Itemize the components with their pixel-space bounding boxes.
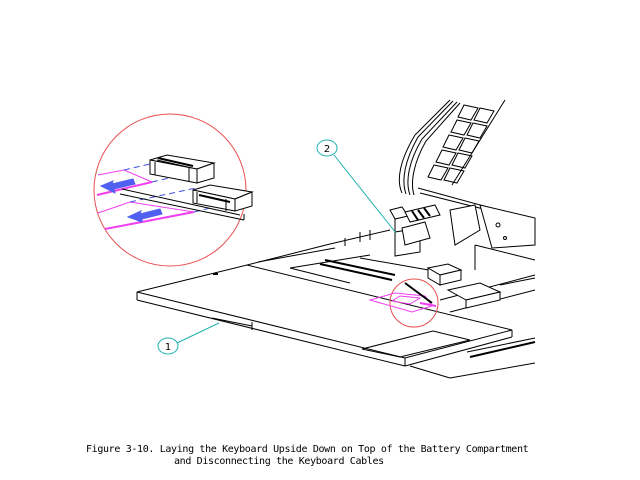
- caption-line-2: and Disconnecting the Keyboard Cables: [174, 456, 384, 467]
- caption-line-1: Laying the Keyboard Upside Down on Top o…: [159, 444, 529, 455]
- cable-detail-circle: [389, 278, 439, 328]
- callout-1-leader: [176, 322, 220, 344]
- keyboard-panel: [136, 264, 513, 367]
- callout-2-leader: [333, 154, 397, 234]
- disconnect-arrow-icon: [99, 178, 163, 223]
- display-lid: [398, 99, 536, 249]
- keyboard-cable-connector: [389, 204, 441, 246]
- callout-2: 2: [316, 139, 397, 234]
- display-grid: [427, 104, 495, 184]
- callout-1-label: 1: [165, 342, 171, 353]
- callout-2-label: 2: [324, 144, 330, 155]
- detail-circle: [93, 113, 247, 267]
- detail-cables: [96, 169, 195, 230]
- connector-lower: [192, 184, 254, 212]
- figure-number: Figure 3-10.: [86, 444, 155, 455]
- callout-2-bubble: [316, 139, 338, 157]
- callout-1-bubble: [157, 337, 179, 355]
- callout-1: 1: [157, 322, 220, 355]
- connector-upper: [149, 154, 216, 184]
- figure-caption: Figure 3-10. Laying the Keyboard Upside …: [86, 444, 529, 468]
